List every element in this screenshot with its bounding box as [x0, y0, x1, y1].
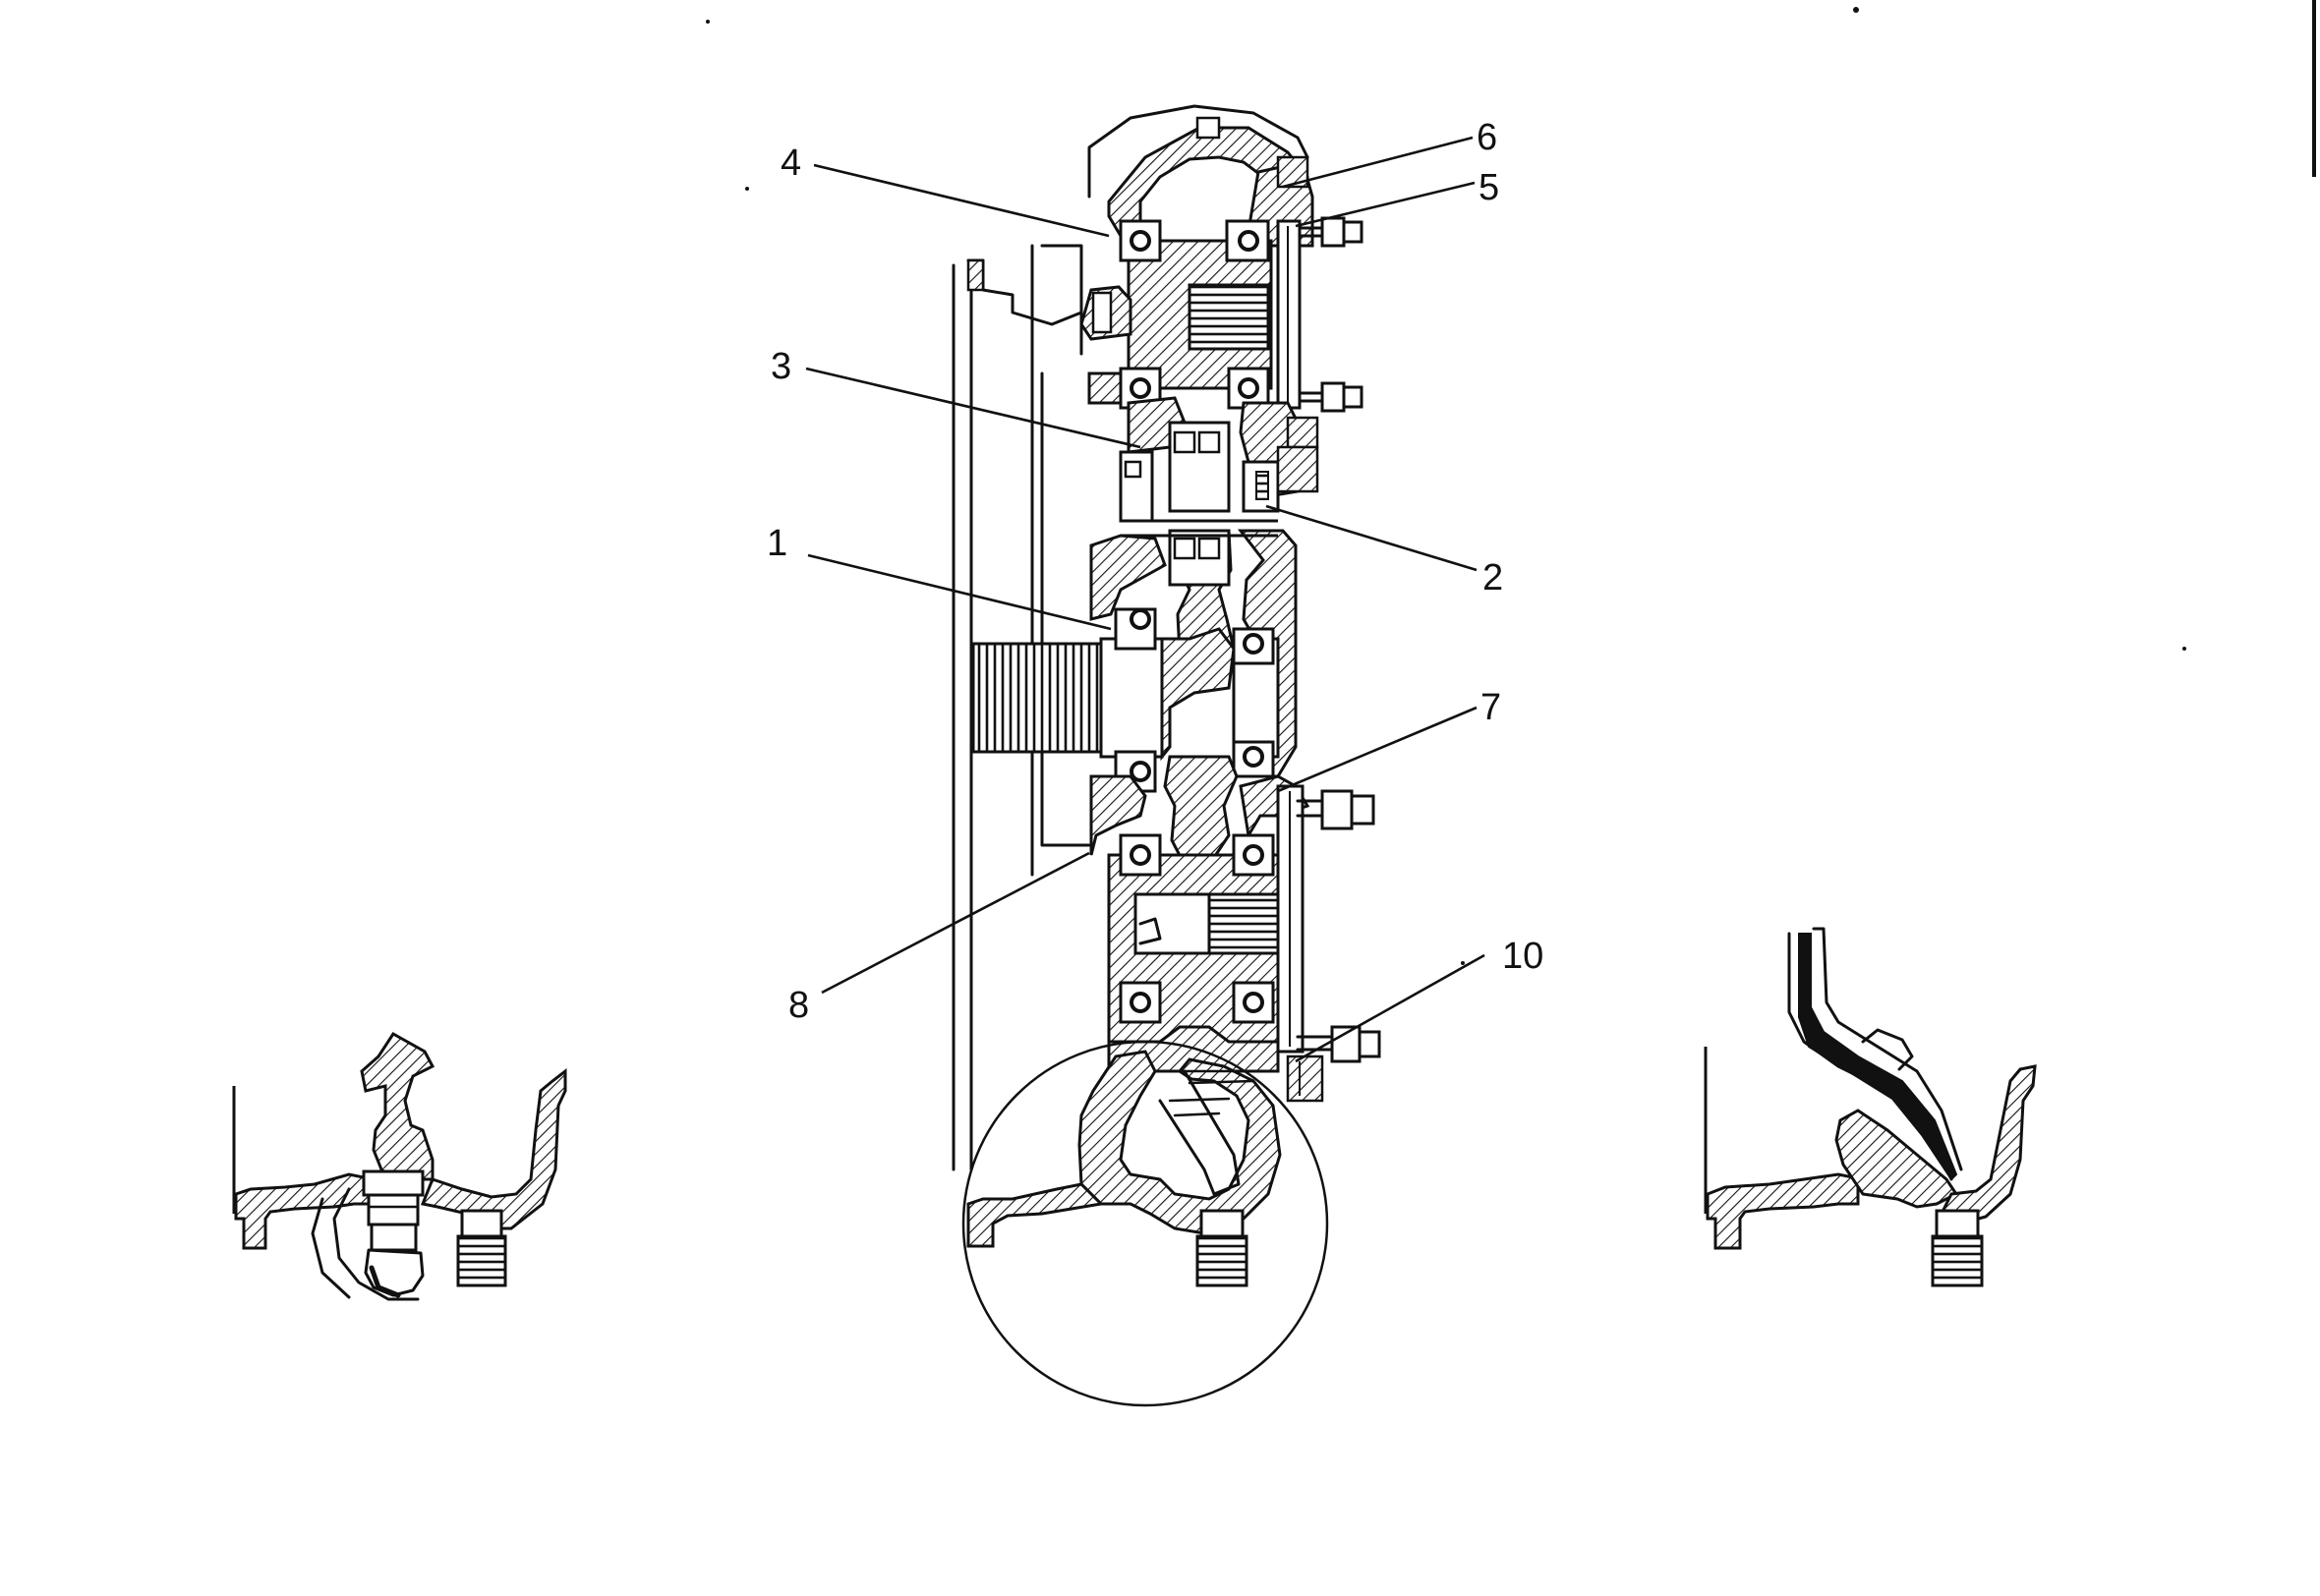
- rim-frame: [952, 244, 1091, 1171]
- bottom-hub: [966, 1050, 1282, 1287]
- right-detail-view: [1704, 927, 2037, 1287]
- leader-7: [1277, 706, 1478, 793]
- middle-housing: [1119, 396, 1319, 523]
- scan-marks: [706, 0, 2316, 965]
- callout-7: 7: [1480, 687, 1501, 728]
- lower-bolts: [1286, 789, 1381, 1103]
- leader-2: [1265, 504, 1478, 572]
- callout-1: 1: [767, 523, 787, 564]
- leader-5: [1295, 181, 1476, 228]
- leader-6: [1282, 136, 1474, 189]
- leader-8: [821, 851, 1090, 995]
- leader-4: [813, 163, 1110, 238]
- callout-2: 2: [1482, 557, 1503, 598]
- callout-8: 8: [788, 985, 809, 1026]
- main-section-view: [952, 104, 1381, 1407]
- callout-10: 10: [1502, 936, 1543, 977]
- callout-5: 5: [1479, 167, 1499, 208]
- callout-leaders: [805, 136, 1485, 1063]
- left-detail-view: [232, 1032, 567, 1301]
- lower-housing: [1089, 755, 1310, 1073]
- callout-4: 4: [781, 142, 801, 184]
- callout-labels: 1 2 3 4 5 6 7 8 10: [767, 117, 1543, 1026]
- leader-10: [1295, 953, 1485, 1063]
- leader-3: [805, 367, 1141, 449]
- upper-left-flange: [1079, 285, 1132, 405]
- upper-gear: [1119, 219, 1302, 410]
- leader-1: [807, 553, 1112, 631]
- detail-circle: [961, 1040, 1329, 1407]
- callout-3: 3: [771, 346, 791, 387]
- callout-6: 6: [1477, 117, 1497, 158]
